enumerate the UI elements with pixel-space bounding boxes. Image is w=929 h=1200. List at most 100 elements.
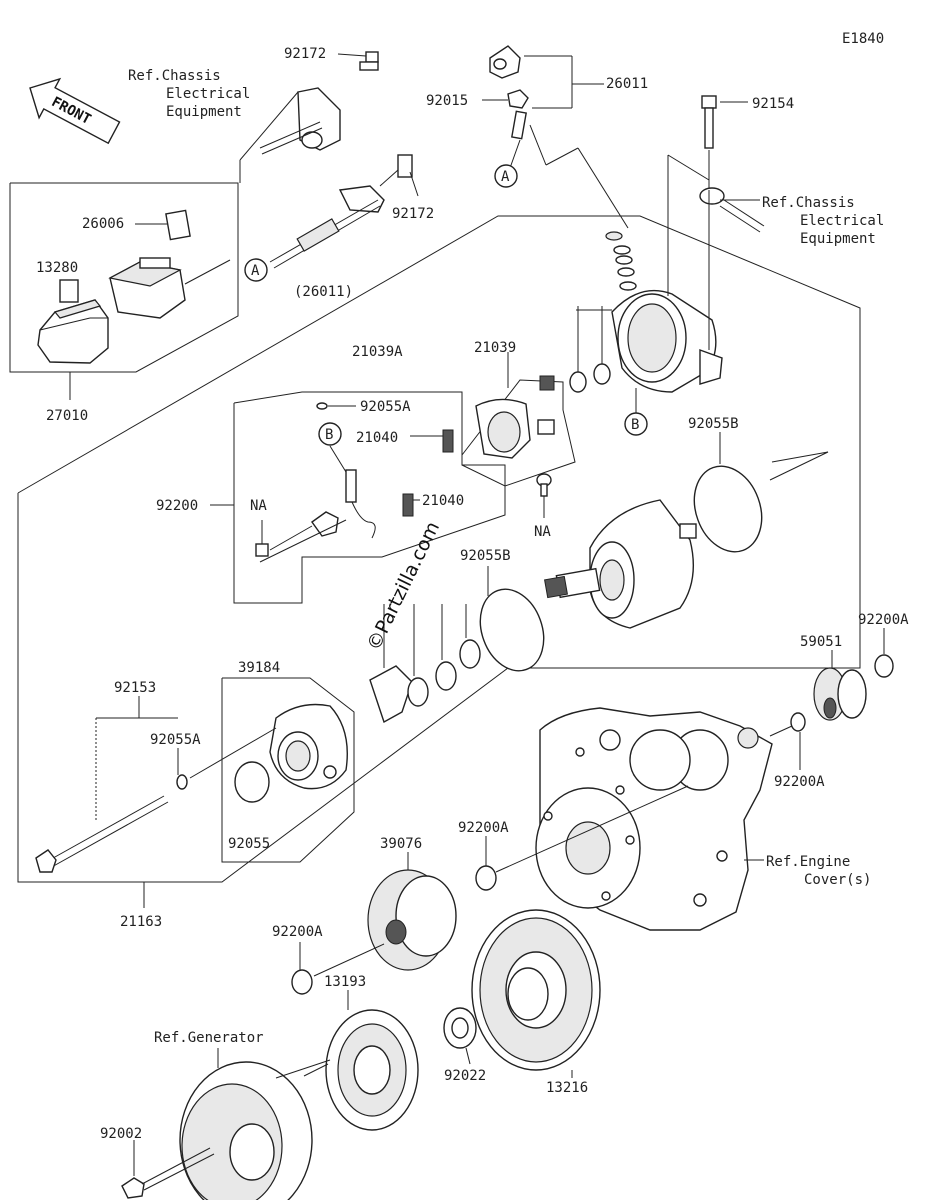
terminal-washers (605, 231, 637, 291)
fuse-26006 (135, 209, 191, 241)
label-92172-mid: 92172 (392, 206, 434, 222)
ref-generator-label: Ref.Generator (154, 1030, 264, 1046)
ref-chassis-label-1: Ref.Chassis Electrical Equipment (128, 68, 250, 120)
watermark: ©Partzilla.com (363, 518, 444, 654)
bolt-92153 (35, 696, 178, 908)
idle-gear-59051 (813, 650, 867, 721)
label-92055a-left: 92055A (150, 732, 201, 748)
nut-92015 (482, 89, 529, 109)
starter-cable-26011 (269, 154, 419, 269)
gear-39076 (367, 852, 457, 971)
snap-ring-92055a-left (176, 774, 188, 790)
terminal-stud (509, 110, 629, 229)
label-13280: 13280 (36, 260, 78, 276)
label-26006: 26006 (82, 216, 124, 232)
svg-text:Ref.Chassis: Ref.Chassis (128, 68, 221, 84)
svg-text:B: B (631, 417, 639, 433)
o-ring-92055b-right (693, 465, 763, 553)
label-39184: 39184 (238, 660, 280, 676)
screw-na-left (255, 520, 269, 557)
svg-text:B: B (325, 427, 333, 443)
callout-a-left: A (244, 258, 268, 282)
generator-rotor (179, 1048, 331, 1200)
starter-rear-housing (576, 155, 723, 393)
label-21040-bot: 21040 (422, 493, 464, 509)
o-ring-92055 (234, 761, 270, 803)
gear-13216 (471, 909, 601, 1078)
svg-text:Equipment: Equipment (166, 104, 242, 120)
label-92055b-right: 92055B (688, 416, 739, 432)
bolt-92154 (667, 95, 748, 190)
label-27010: 27010 (46, 408, 88, 424)
label-13193: 13193 (324, 974, 366, 990)
label-92200a-left: 92200A (272, 924, 323, 940)
terminal-cap-26011 (489, 45, 604, 109)
callout-a-top: A (494, 164, 518, 188)
label-39076: 39076 (380, 836, 422, 852)
label-21163: 21163 (120, 914, 162, 930)
brush-lead (259, 429, 454, 563)
label-92172-top: 92172 (284, 46, 326, 62)
bolt-92002 (121, 1140, 215, 1199)
starter-clutch-13193 (303, 990, 419, 1131)
ground-cable (699, 187, 765, 233)
brush-holder-21039 (475, 352, 555, 459)
snap-ring-92055a-top (316, 402, 356, 410)
label-92022: 92022 (444, 1068, 486, 1084)
brush-plate (369, 604, 481, 724)
label-21039: 21039 (474, 340, 516, 356)
chassis-bracket (239, 87, 341, 183)
screw-na-right (536, 473, 552, 518)
label-92055: 92055 (228, 836, 270, 852)
relay-box-outline (9, 182, 239, 373)
front-arrow-icon: FRONT (29, 77, 121, 145)
svg-text:A: A (501, 169, 510, 185)
label-92200: 92200 (156, 498, 198, 514)
label-92200a-right: 92200A (858, 612, 909, 628)
o-ring-92055b-mid (479, 588, 545, 672)
bolt-92172-top (337, 51, 379, 71)
label-21039a: 21039A (352, 344, 403, 360)
washers-rear (569, 306, 611, 393)
svg-text:Equipment: Equipment (800, 231, 876, 247)
callout-b-left: B (318, 422, 342, 446)
washer-92200a-right (874, 654, 894, 678)
washer-92200a-mid (790, 712, 806, 732)
starter-armature (544, 499, 697, 629)
diagram-code: E1840 (842, 31, 884, 47)
label-92015: 92015 (426, 93, 468, 109)
relay-13280 (37, 279, 109, 364)
washer-92200a-left (291, 969, 313, 995)
ref-engine-cover-label: Ref.Engine Cover(s) (766, 854, 871, 888)
label-92153: 92153 (114, 680, 156, 696)
ref-chassis-label-2: Ref.Chassis Electrical Equipment (762, 195, 884, 247)
svg-text:Cover(s): Cover(s) (804, 872, 871, 888)
label-92055b-mid: 92055B (460, 548, 511, 564)
label-92002: 92002 (100, 1126, 142, 1142)
end-cover-39184 (269, 703, 348, 790)
callout-b-right: B (624, 388, 648, 436)
label-92200a-mid: 92200A (774, 774, 825, 790)
label-92055a-top: 92055A (360, 399, 411, 415)
svg-text:A: A (251, 263, 260, 279)
engine-cover (535, 707, 773, 931)
svg-text:Electrical: Electrical (166, 86, 250, 102)
callout-na-right: NA (534, 524, 551, 540)
svg-text:Electrical: Electrical (800, 213, 884, 229)
label-59051: 59051 (800, 634, 842, 650)
label-26011-paren: (26011) (294, 284, 353, 300)
svg-text:Ref.Engine: Ref.Engine (766, 854, 850, 870)
label-21040-top: 21040 (356, 430, 398, 446)
svg-text:Ref.Chassis: Ref.Chassis (762, 195, 855, 211)
washer-92200a-center (475, 865, 497, 891)
brush-box-outline (233, 391, 506, 604)
label-26011: 26011 (606, 76, 648, 92)
starter-relay (108, 257, 231, 319)
label-92200a-center: 92200A (458, 820, 509, 836)
label-92154: 92154 (752, 96, 794, 112)
callout-na-left: NA (250, 498, 267, 514)
starter-assembly-outline (17, 215, 861, 883)
end-cover-box-outline (221, 677, 355, 863)
label-13216: 13216 (546, 1080, 588, 1096)
